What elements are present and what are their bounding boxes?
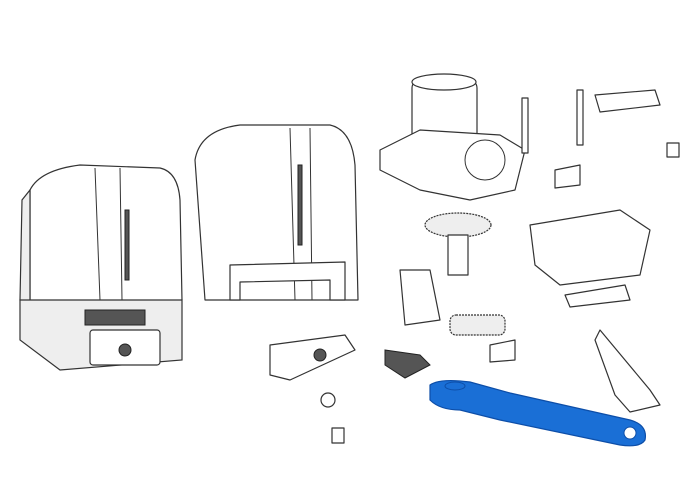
screws bbox=[521, 89, 680, 158]
transmission-arm[interactable] bbox=[429, 379, 647, 447]
worm-shaft[interactable] bbox=[384, 269, 516, 379]
cover[interactable] bbox=[194, 124, 359, 301]
operator-assembled[interactable] bbox=[19, 164, 183, 371]
motor[interactable] bbox=[379, 73, 526, 201]
brackets[interactable] bbox=[529, 89, 661, 413]
release-lock-parts[interactable] bbox=[269, 334, 356, 444]
gear[interactable] bbox=[424, 212, 492, 276]
